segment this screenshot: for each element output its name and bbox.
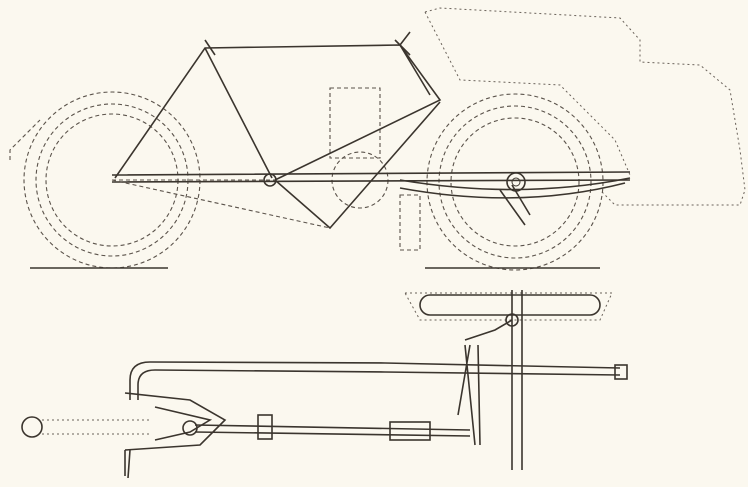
front-wheel bbox=[426, 93, 604, 271]
sidecar-wheel-plan bbox=[404, 290, 613, 470]
side-elevation bbox=[9, 7, 746, 271]
sidecar-body-outline bbox=[424, 7, 746, 206]
frame bbox=[111, 31, 631, 230]
plan-view bbox=[21, 290, 628, 479]
frame-plan bbox=[21, 319, 628, 479]
engine bbox=[329, 87, 421, 251]
